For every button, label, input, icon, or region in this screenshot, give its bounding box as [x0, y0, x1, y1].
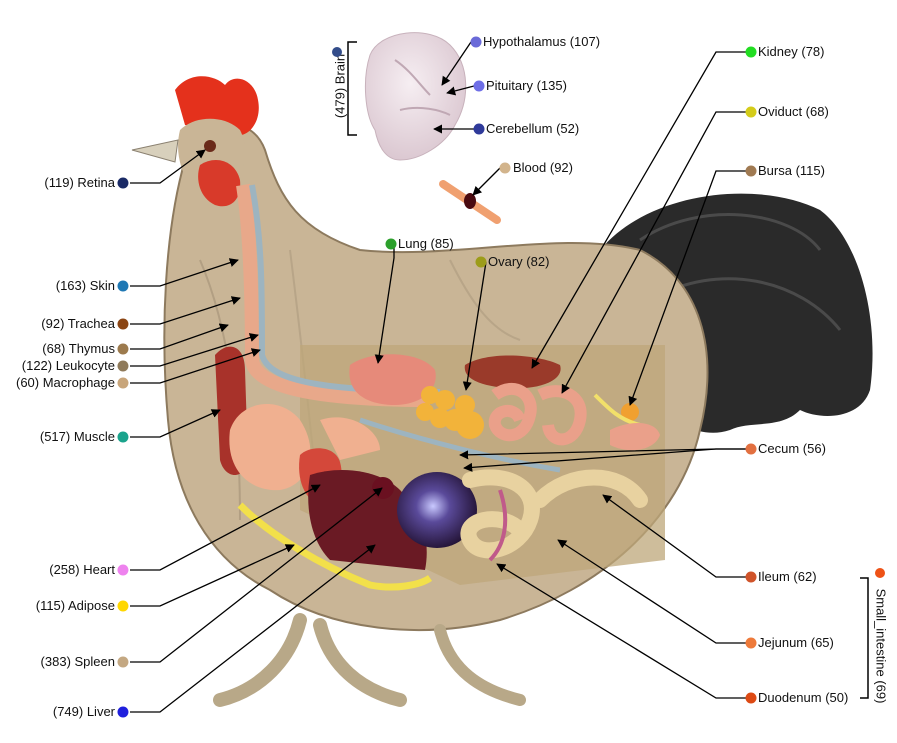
leukocyte-label: (122) Leukocyte: [22, 358, 115, 373]
oviduct-label: Oviduct (68): [758, 104, 829, 119]
kidney-dot: [745, 46, 757, 58]
lung-label: Lung (85): [398, 236, 454, 251]
pituitary-dot: [473, 80, 485, 92]
spleen-label: (383) Spleen: [41, 654, 115, 669]
oviduct-dot: [745, 106, 757, 118]
small-intestine-dot: [875, 568, 885, 578]
skin-label: (163) Skin: [56, 278, 115, 293]
retina-label: (119) Retina: [44, 175, 115, 190]
macrophage-label: (60) Macrophage: [16, 375, 115, 390]
ovary-label: Ovary (82): [488, 254, 549, 269]
heart-label: (258) Heart: [49, 562, 115, 577]
thymus-dot: [117, 343, 129, 355]
small-intestine-label-text: Small_intestine (69): [874, 589, 889, 704]
jejunum-dot: [745, 637, 757, 649]
leader-lines: [130, 41, 748, 713]
adipose-label: (115) Adipose: [36, 598, 115, 613]
ileum-dot: [745, 571, 757, 583]
thymus-label: (68) Thymus: [42, 341, 115, 356]
muscle-label: (517) Muscle: [40, 429, 115, 444]
bursa-label: Bursa (115): [758, 163, 825, 178]
duodenum-dot: [745, 692, 757, 704]
brain-image: [365, 32, 467, 161]
brain-label: (479) Brain: [332, 47, 347, 118]
kidney-label: Kidney (78): [758, 44, 824, 59]
blood-vessel: [439, 180, 501, 224]
blood-dot: [499, 162, 511, 174]
pituitary-label: Pituitary (135): [486, 78, 567, 93]
trachea-label: (92) Trachea: [41, 316, 115, 331]
retina-dot: [117, 177, 129, 189]
liver-dot: [117, 706, 129, 718]
chicken-head: [131, 76, 259, 207]
trachea-dot: [117, 318, 129, 330]
bursa-dot: [745, 165, 757, 177]
liver-label: (749) Liver: [53, 704, 116, 719]
small-intestine-bracket: [860, 577, 869, 699]
duodenum-label: Duodenum (50): [758, 690, 848, 705]
hypothalamus-dot: [470, 36, 482, 48]
leukocyte-dot: [117, 360, 129, 372]
skin-dot: [117, 280, 129, 292]
muscle-dot: [117, 431, 129, 443]
small-intestine-label: Small_intestine (69): [874, 568, 889, 703]
macrophage-dot: [117, 377, 129, 389]
spleen-dot: [117, 656, 129, 668]
brain-bracket: [347, 41, 357, 136]
adipose-dot: [117, 600, 129, 612]
hypothalamus-label: Hypothalamus (107): [483, 34, 600, 49]
heart-dot: [117, 564, 129, 576]
brain-label-text: (479) Brain: [332, 54, 347, 118]
cerebellum-dot: [473, 123, 485, 135]
brain-dot: [332, 47, 342, 57]
blood-label: Blood (92): [513, 160, 573, 175]
cerebellum-label: Cerebellum (52): [486, 121, 579, 136]
lung-dot: [385, 238, 397, 250]
ileum-label: Ileum (62): [758, 569, 817, 584]
left-labels: (119) Retina (163) Skin (92) Trachea (68…: [16, 175, 129, 719]
ovary-dot: [475, 256, 487, 268]
cecum-label: Cecum (56): [758, 441, 826, 456]
cecum-dot: [745, 443, 757, 455]
organ-cavity: [215, 183, 665, 591]
right-labels: Hypothalamus (107) Pituitary (135) Cereb…: [385, 34, 848, 705]
jejunum-label: Jejunum (65): [758, 635, 834, 650]
